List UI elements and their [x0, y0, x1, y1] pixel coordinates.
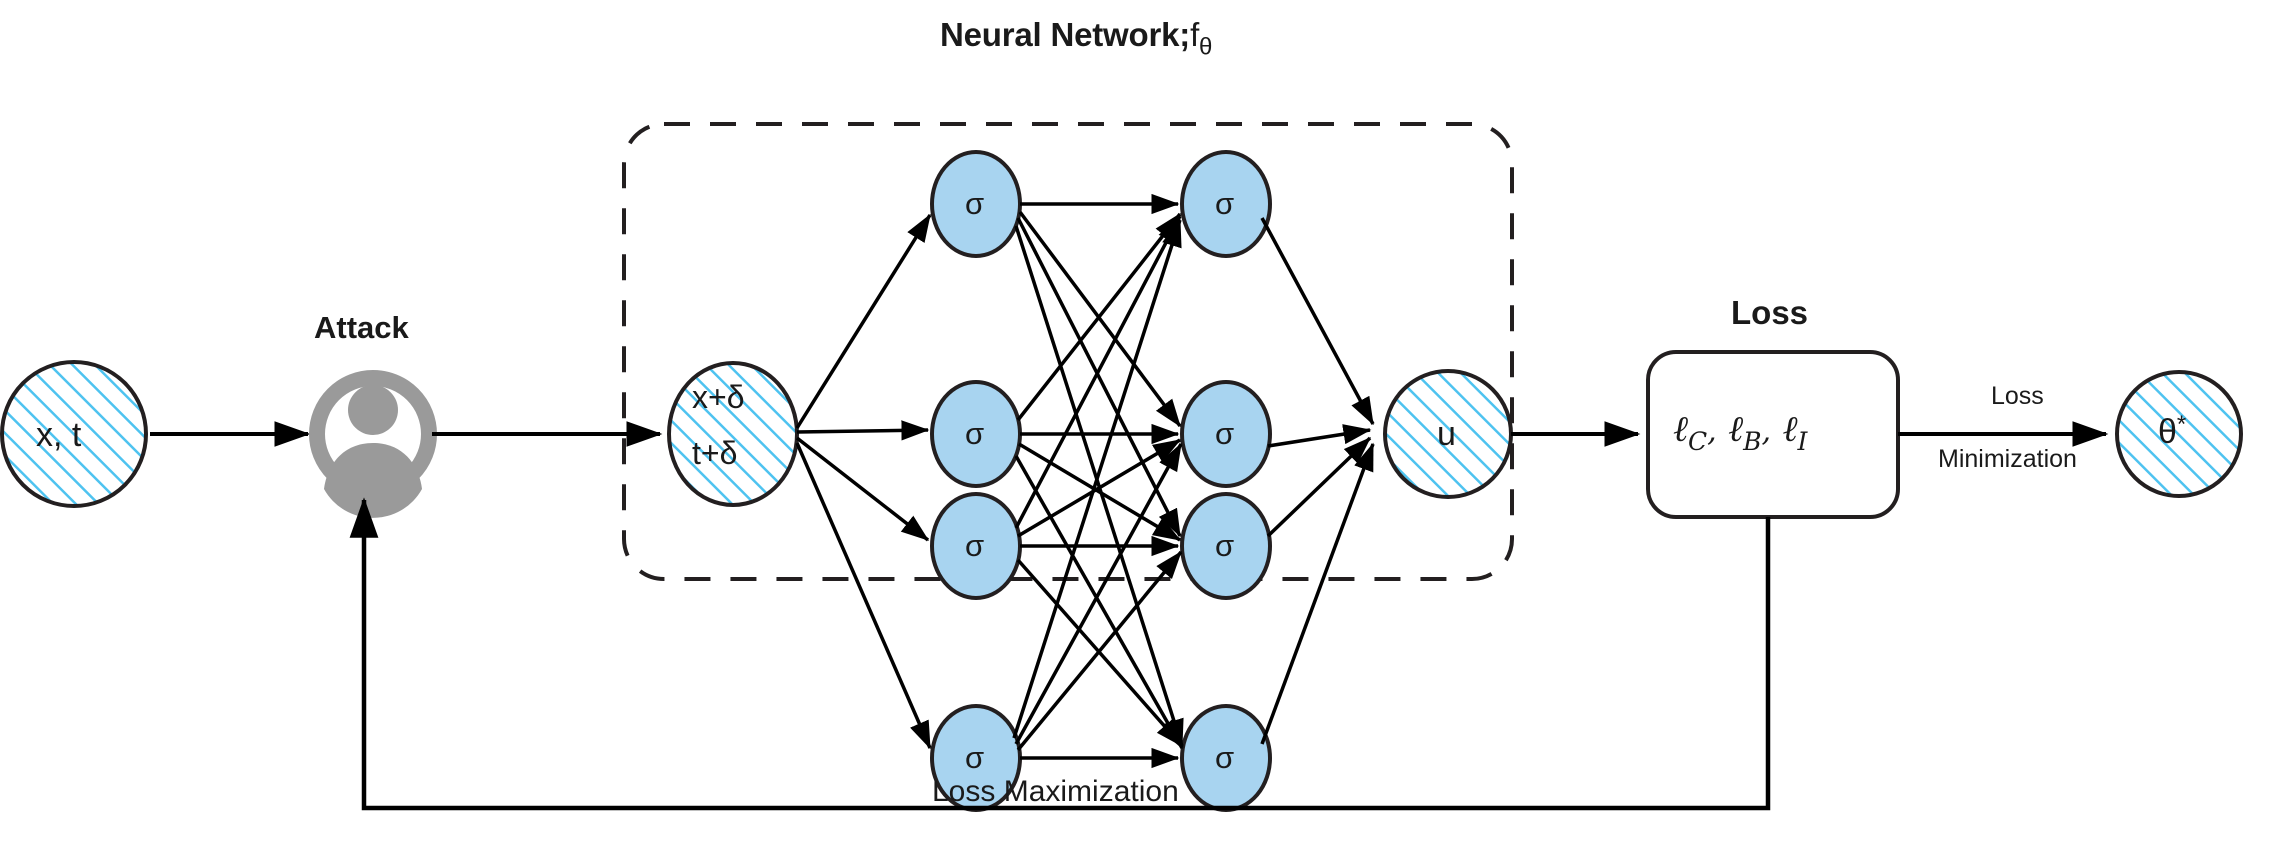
optimal-theta-label: θ* — [2158, 413, 2186, 449]
hidden-node-l1-3-label: σ — [965, 528, 985, 563]
loss-terms: ℓC, ℓB, ℓI — [1673, 412, 1807, 454]
loss-term-3-symbol: ℓ — [1782, 409, 1798, 450]
input-node-shape — [0, 360, 148, 508]
perturbed-node-label-line1: x+δ — [692, 379, 745, 415]
optimal-theta-base: θ — [2158, 412, 2177, 451]
hidden-node-l1-1-label: σ — [965, 186, 985, 221]
edges-layer2-to-output — [1260, 217, 1375, 745]
loss-maximization-label: Loss Maximization — [932, 775, 1179, 808]
perturbed-input-shape — [667, 361, 799, 507]
loss-separator-1: , — [1707, 414, 1717, 449]
hidden-layer-1-shapes — [930, 150, 1022, 812]
page-title-main: Neural Network; — [940, 16, 1191, 53]
hidden-node-l2-2-label: σ — [1215, 416, 1235, 451]
attack-node-shape — [309, 370, 437, 518]
hidden-node-l1-2-label: σ — [965, 416, 985, 451]
loss-term-1-subscript: C — [1688, 426, 1708, 456]
loss-term-2-subscript: B — [1743, 426, 1762, 456]
hidden-node-l2-1-label: σ — [1215, 186, 1235, 221]
edges-input-to-layer1 — [795, 213, 932, 750]
loss-minimization-label-line1: Loss — [1991, 382, 2044, 410]
loss-minimization-label-line2: Minimization — [1938, 445, 2077, 473]
page-title: Neural Network;fθ — [940, 18, 1212, 59]
loss-label: Loss — [1731, 294, 1809, 331]
loss-term-2-symbol: ℓ — [1728, 409, 1744, 450]
hidden-node-l1-4-label: σ — [965, 740, 985, 775]
page-title-fn: f — [1190, 16, 1200, 53]
loss-term-1-symbol: ℓ — [1673, 409, 1688, 450]
hidden-node-l2-4-label: σ — [1215, 740, 1235, 775]
neural-network-boundary — [622, 122, 1514, 581]
loss-separator-2: , — [1761, 414, 1772, 449]
optimal-theta-star: * — [2176, 411, 2187, 438]
hidden-layer-2-shapes — [1180, 150, 1272, 812]
input-node-label: x, t — [36, 416, 82, 454]
perturbed-node-label-line2: t+δ — [692, 435, 738, 471]
hidden-node-l2-3-label: σ — [1215, 528, 1235, 563]
optimal-theta-shape — [2115, 370, 2243, 498]
page-title-fn-subscript: θ — [1199, 33, 1213, 61]
edges-layer1-to-layer2 — [1012, 193, 1184, 769]
feedback-loss-maximization-path — [349, 497, 1771, 811]
output-node-label: u — [1437, 415, 1456, 453]
attack-label: Attack — [314, 310, 409, 345]
loss-term-3-subscript: I — [1797, 426, 1808, 456]
